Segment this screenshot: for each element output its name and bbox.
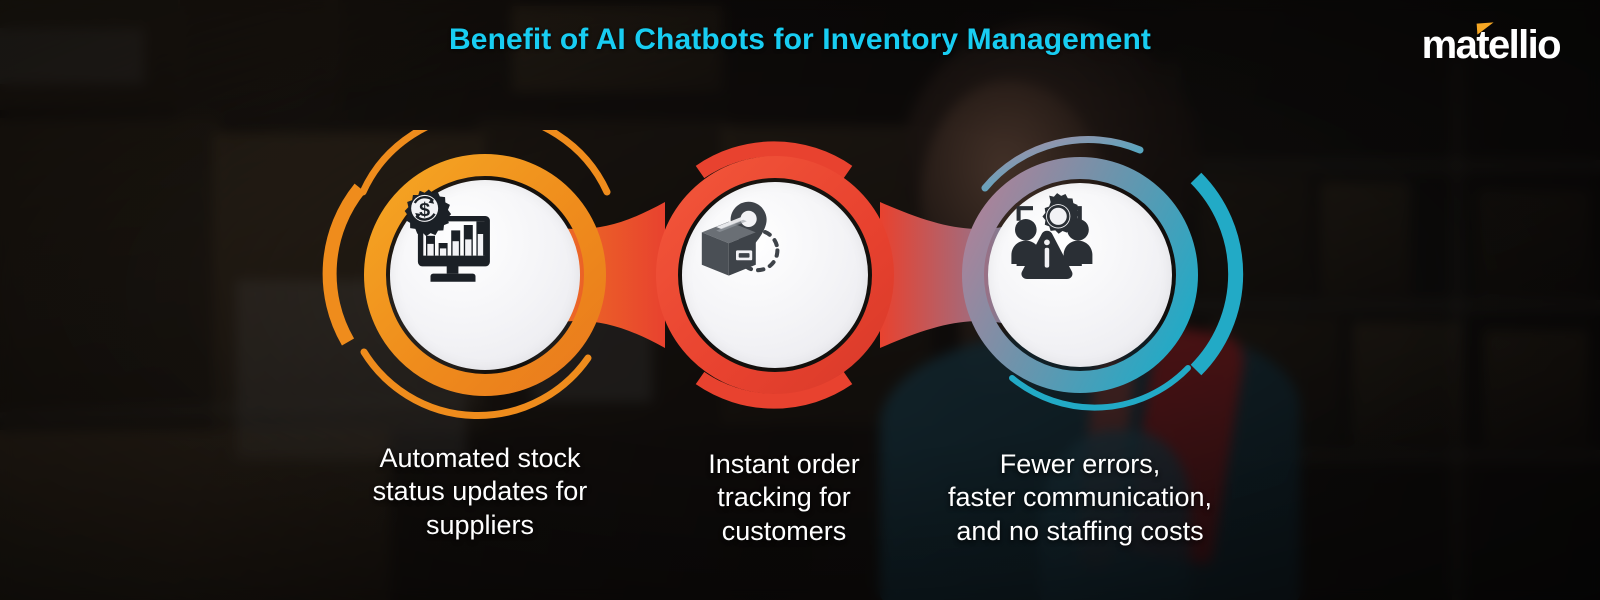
node-2-ring — [656, 156, 894, 394]
node-2-disc — [682, 182, 868, 368]
benefit-chain: $ — [0, 130, 1600, 420]
node-1-outer-arc-bottom — [360, 348, 592, 419]
logo-wordmark: matellio — [1421, 22, 1562, 67]
svg-text:$: $ — [419, 199, 430, 221]
node-3-outer-arc-bottom — [1009, 365, 1191, 411]
node-2-outer-arc-top — [695, 141, 853, 179]
node-1-outer-arc-left — [322, 183, 366, 346]
node-3-outer-arc-top — [981, 136, 1144, 192]
order-tracking-package-icon — [701, 201, 780, 276]
brand-logo[interactable]: matellio — [1421, 22, 1562, 68]
node-3-ring — [962, 157, 1198, 393]
benefit-caption-3: Fewer errors, faster communication, and … — [947, 449, 1213, 546]
benefit-caption-2: Instant order tracking for customers — [708, 449, 860, 546]
stock-analytics-monitor-icon: $ — [404, 189, 490, 282]
node-1-ring — [364, 154, 606, 396]
page-title: Benefit of AI Chatbots for Inventory Man… — [449, 23, 1151, 56]
node-3-disc — [988, 183, 1172, 367]
benefit-caption-1: Automated stock status updates for suppl… — [372, 443, 588, 540]
node-3-outer-arc-right — [1190, 172, 1244, 376]
node-1-outer-arc-top — [359, 130, 611, 196]
node-2-outer-arc-bottom — [695, 371, 853, 409]
logo-text: matellio — [1421, 23, 1562, 67]
logo-triangle-accent-icon — [1476, 22, 1495, 35]
team-alert-gear-icon — [1011, 193, 1093, 279]
node-1-disc: $ — [390, 180, 580, 370]
